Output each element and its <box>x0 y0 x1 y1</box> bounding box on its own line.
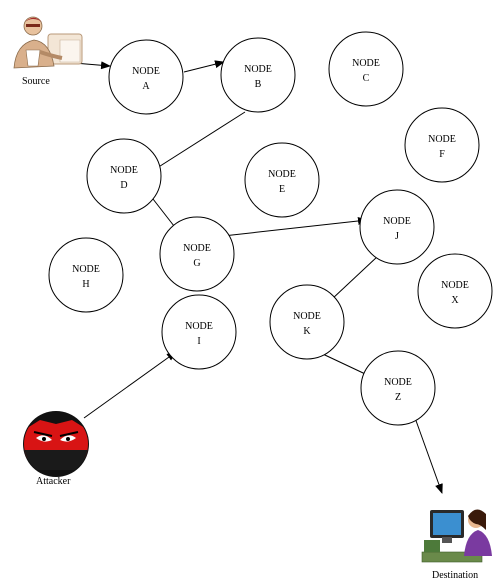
node-circle <box>159 216 235 292</box>
node-label-line2: C <box>363 73 370 84</box>
source-label: Source <box>22 76 50 87</box>
node-f: NODE F <box>404 107 480 183</box>
node-g: NODE G <box>159 216 235 292</box>
node-label-line2: Z <box>395 392 401 403</box>
node-circle <box>48 237 124 313</box>
node-label-line2: E <box>279 184 285 195</box>
node-label-line2: X <box>451 295 459 306</box>
node-circle <box>108 39 184 115</box>
node-circle <box>161 294 237 370</box>
node-circle <box>244 142 320 218</box>
node-c: NODE C <box>328 31 404 107</box>
edge-attacker-to-i <box>83 351 177 419</box>
node-z: NODE Z <box>360 350 436 426</box>
node-label-line1: NODE <box>110 165 138 176</box>
node-label-line1: NODE <box>268 169 296 180</box>
node-circle <box>269 284 345 360</box>
edge-a-to-b <box>183 60 225 73</box>
nodes-layer: NODE A NODE B NODE C NODE D NODE E NODE F NODE G NODE H… <box>48 31 493 426</box>
node-circle <box>417 253 493 329</box>
node-label-line2: G <box>193 258 200 269</box>
node-i: NODE I <box>161 294 237 370</box>
node-label-line1: NODE <box>72 264 100 275</box>
source-icon <box>13 16 83 69</box>
node-d: NODE D <box>86 138 162 214</box>
node-label-line1: NODE <box>132 66 160 77</box>
node-circle <box>359 189 435 265</box>
node-circle <box>328 31 404 107</box>
attacker-icon <box>23 411 89 477</box>
node-label-line1: NODE <box>183 243 211 254</box>
node-circle <box>360 350 436 426</box>
node-e: NODE E <box>244 142 320 218</box>
node-label-line1: NODE <box>185 321 213 332</box>
node-label-line2: A <box>142 81 150 92</box>
node-k: NODE K <box>269 284 345 360</box>
destination-label: Destination <box>432 570 478 579</box>
node-label-line1: NODE <box>441 280 469 291</box>
node-label-line1: NODE <box>384 377 412 388</box>
node-label-line2: D <box>120 180 127 191</box>
node-circle <box>404 107 480 183</box>
node-label-line2: F <box>439 149 445 160</box>
node-h: NODE H <box>48 237 124 313</box>
node-j: NODE J <box>359 189 435 265</box>
node-label-line1: NODE <box>428 134 456 145</box>
node-label-line1: NODE <box>383 216 411 227</box>
attacker-label: Attacker <box>36 476 71 487</box>
node-label-line1: NODE <box>352 58 380 69</box>
node-label-line2: B <box>255 79 262 90</box>
edge-b-to-d <box>145 111 246 176</box>
node-circle <box>86 138 162 214</box>
node-x: NODE X <box>417 253 493 329</box>
node-label-line2: I <box>197 336 200 347</box>
destination-icon <box>421 509 492 563</box>
node-b: NODE B <box>220 37 296 113</box>
edge-g-to-j <box>222 217 368 237</box>
node-label-line2: K <box>303 326 311 337</box>
node-a: NODE A <box>108 39 184 115</box>
node-label-line2: J <box>395 231 399 242</box>
node-label-line1: NODE <box>293 311 321 322</box>
node-label-line2: H <box>82 279 89 290</box>
node-label-line1: NODE <box>244 64 272 75</box>
node-circle <box>220 37 296 113</box>
